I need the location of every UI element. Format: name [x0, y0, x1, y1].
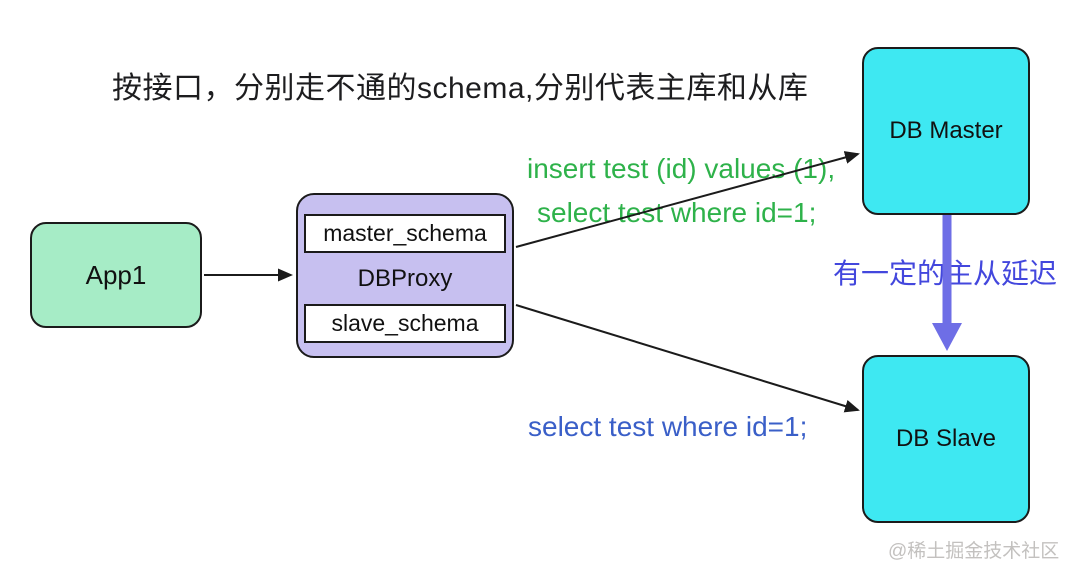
slave-schema-box: slave_schema [304, 304, 506, 343]
arrow-dbproxy-to-dbslave [515, 304, 860, 413]
node-dbproxy: master_schema DBProxy slave_schema [296, 193, 514, 358]
node-app1-label: App1 [85, 259, 147, 290]
edge-label-select-slave: select test where id=1; [528, 411, 808, 442]
master-schema-box: master_schema [304, 214, 506, 253]
node-db-master-label: DB Master [889, 117, 1003, 144]
node-db-slave: DB Slave [862, 355, 1030, 523]
slave-schema-label: slave_schema [331, 310, 479, 336]
node-app1: App1 [30, 222, 202, 328]
edge-label-select-master: select test where id=1; [537, 197, 817, 228]
node-db-slave-label: DB Slave [895, 425, 997, 452]
master-schema-label: master_schema [323, 220, 487, 246]
watermark: @稀土掘金技术社区 [888, 541, 1060, 562]
node-dbproxy-label: DBProxy [357, 265, 453, 292]
diagram-title: 按接口，分别走不通的schema,分别代表主库和从库 [112, 72, 809, 105]
edge-label-replication-delay: 有一定的主从延迟 [833, 258, 1058, 289]
edge-label-insert-master: insert test (id) values (1), [527, 153, 836, 184]
node-db-master: DB Master [862, 47, 1030, 215]
